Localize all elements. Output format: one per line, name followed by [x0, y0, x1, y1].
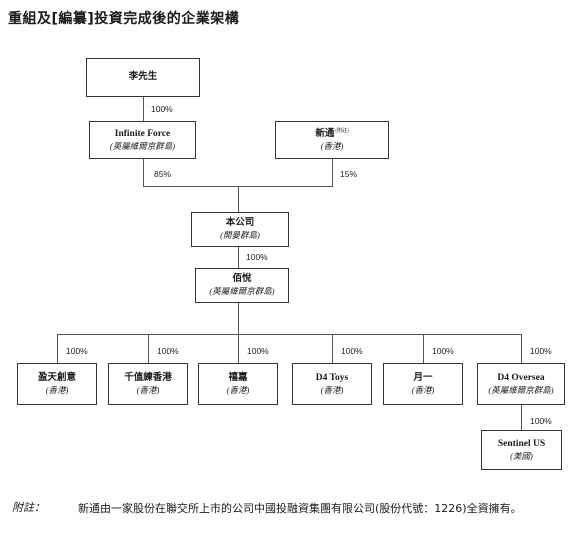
entity-name: 千值練香港: [124, 372, 172, 383]
connector-line: [332, 334, 333, 363]
entity-s5: 月一 (香港): [383, 363, 463, 405]
connector-line: [143, 159, 144, 186]
connector-line: [423, 334, 424, 363]
pct-baiyue-s3: 100%: [247, 346, 269, 356]
entity-place: (美國): [510, 450, 533, 461]
connector-line: [238, 303, 239, 334]
entity-name: 佰悅: [232, 274, 252, 285]
entity-place: (香港): [45, 384, 69, 395]
pct-company-baiyue: 100%: [246, 252, 268, 262]
entity-name: D4 Oversea: [497, 372, 545, 383]
entity-place: (香港): [320, 384, 344, 395]
pct-baiyue-s1: 100%: [66, 346, 88, 356]
entity-baiyue: 佰悅 (英屬維爾京群島): [195, 268, 289, 303]
connector-line: [238, 186, 239, 212]
entity-name: 禧嘉: [228, 372, 248, 383]
entity-place: (香港): [411, 384, 435, 395]
entity-place: (開曼群島): [220, 230, 260, 241]
entity-li: 李先生: [86, 58, 200, 97]
entity-s6: D4 Oversea (英屬維爾京群島): [477, 363, 565, 405]
connector-line: [143, 97, 144, 124]
entity-name: 李先生: [128, 71, 158, 82]
entity-place: (香港): [226, 384, 250, 395]
note-label: 附註：: [12, 501, 45, 514]
note-mark: (附註): [335, 128, 349, 134]
connector-line: [521, 334, 522, 363]
connector-line: [521, 405, 522, 430]
pct-baiyue-s2: 100%: [157, 346, 179, 356]
entity-place: (英屬維爾京群島): [488, 384, 554, 395]
connector-line: [332, 159, 333, 186]
entity-name: 新通(附註): [315, 128, 349, 139]
connector-line: [238, 334, 239, 363]
pct-baiyue-s6: 100%: [530, 346, 552, 356]
entity-name: D4 Toys: [315, 372, 349, 383]
entity-s4: D4 Toys (香港): [292, 363, 372, 405]
entity-place: (英屬維爾京群島): [109, 140, 176, 151]
entity-s3: 禧嘉 (香港): [198, 363, 278, 405]
entity-company: 本公司 (開曼群島): [191, 212, 289, 247]
pct-li-infinite: 100%: [151, 104, 173, 114]
connector-line: [57, 334, 522, 335]
connector-line: [238, 247, 239, 268]
entity-name: 盈天創意: [37, 372, 76, 383]
connector-line: [57, 334, 58, 363]
entity-xintong: 新通(附註) (香港): [275, 121, 389, 159]
entity-name: 月一: [413, 372, 433, 383]
entity-s2: 千值練香港 (香港): [108, 363, 188, 405]
entity-infinite-force: Infinite Force (英屬維爾京群島): [89, 121, 196, 159]
entity-place: (香港): [136, 384, 160, 395]
pct-s6-sentinel: 100%: [530, 416, 552, 426]
note-text: 新通由一家股份在聯交所上市的公司中國投融資集團有限公司(股份代號：1226)全資…: [78, 502, 522, 515]
page-title: 重組及[編纂]投資完成後的企業架構: [8, 11, 240, 27]
entity-name: Sentinel US: [497, 438, 546, 449]
pct-baiyue-s4: 100%: [341, 346, 363, 356]
pct-baiyue-s5: 100%: [432, 346, 454, 356]
connector-line: [148, 334, 149, 363]
entity-name: 本公司: [225, 218, 255, 229]
entity-sentinel-us: Sentinel US (美國): [481, 430, 562, 470]
pct-infinite-company: 85%: [154, 169, 172, 179]
entity-place: (香港): [320, 140, 344, 151]
entity-place: (英屬維爾京群島): [209, 286, 275, 297]
pct-xintong-company: 15%: [340, 169, 358, 179]
entity-name: Infinite Force: [114, 128, 171, 139]
entity-s1: 盈天創意 (香港): [17, 363, 97, 405]
